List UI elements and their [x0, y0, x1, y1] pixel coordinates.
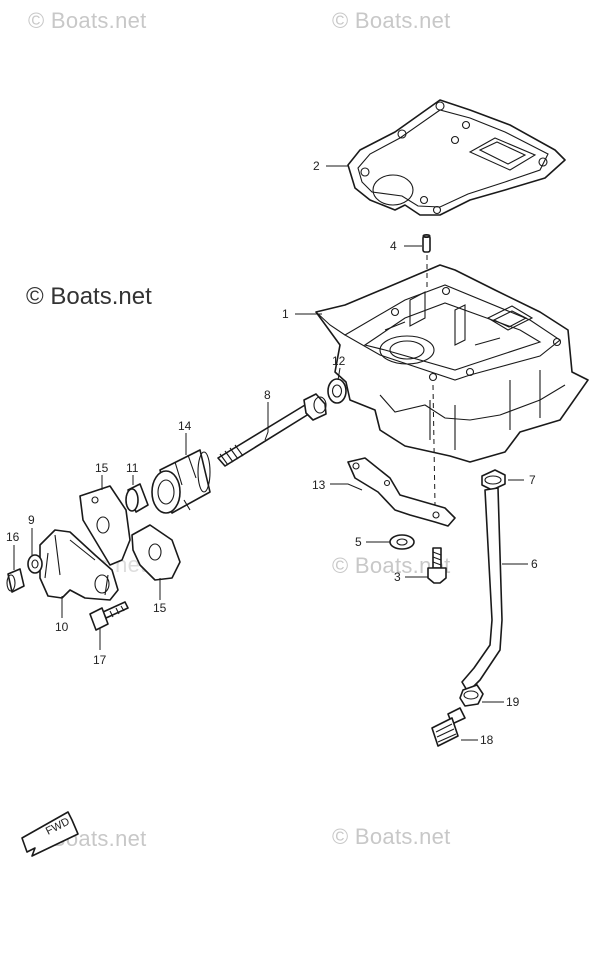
- bushing-part: [125, 483, 149, 513]
- watermark-mid-left-bold: © Boats.net: [26, 283, 152, 310]
- engine-holder-part: [315, 264, 589, 463]
- callout-8: 8: [264, 388, 271, 402]
- callout-15-upper: 15: [95, 461, 109, 475]
- washer-part: [327, 378, 347, 404]
- rubber-mount-part: [151, 449, 211, 514]
- fitting-part: [431, 707, 466, 747]
- bolt-small-part: [89, 601, 129, 631]
- callout-5: 5: [355, 535, 362, 549]
- bracket-part: [39, 529, 119, 601]
- callout-15-lower: 15: [153, 601, 167, 615]
- callout-16: 17: [93, 653, 107, 667]
- small-washer-part: [27, 554, 43, 574]
- plate-upper-part: [79, 485, 131, 566]
- flat-washer-part: [389, 534, 415, 550]
- watermark-top-right: © Boats.net: [332, 8, 451, 33]
- callout-6: 6: [531, 557, 538, 571]
- hose-clip-lower-part: [459, 684, 484, 707]
- hose-part: [461, 487, 503, 693]
- callout-10: 10: [55, 620, 69, 634]
- callout-9: 9: [28, 513, 35, 527]
- watermark-bottom-right: © Boats.net: [332, 824, 451, 849]
- callout-11: 11: [126, 461, 139, 475]
- callout-7: 7: [529, 473, 536, 487]
- callout-1: 1: [282, 307, 289, 321]
- fwd-arrow-icon: FWD: [21, 811, 79, 857]
- callout-2: 2: [313, 159, 320, 173]
- callout-14: 14: [178, 419, 192, 433]
- alignment-line: [426, 255, 436, 506]
- plate-lower-part: [131, 524, 181, 581]
- hose-clip-upper-part: [481, 469, 506, 491]
- callout-12: 12: [332, 354, 346, 368]
- callout-3: 3: [394, 570, 401, 584]
- watermark-top-left: © Boats.net: [28, 8, 147, 33]
- callout-labels: 2 1 4 12 8 14 15 11 9 16 10 17 15 13 5 3…: [6, 159, 538, 747]
- leader-lines: [13, 165, 528, 741]
- callout-18: 18: [480, 733, 494, 747]
- callout-4: 4: [390, 239, 397, 253]
- callout-19: 19: [506, 695, 520, 709]
- nut-part: [6, 568, 25, 593]
- long-bolt-part: [217, 393, 327, 467]
- dowel-pin-part: [422, 233, 431, 253]
- gasket-part: [347, 99, 566, 216]
- lever-part: [347, 457, 456, 527]
- callout-17: 16: [6, 530, 20, 544]
- callout-13: 13: [312, 478, 326, 492]
- bolt-part: [427, 547, 447, 584]
